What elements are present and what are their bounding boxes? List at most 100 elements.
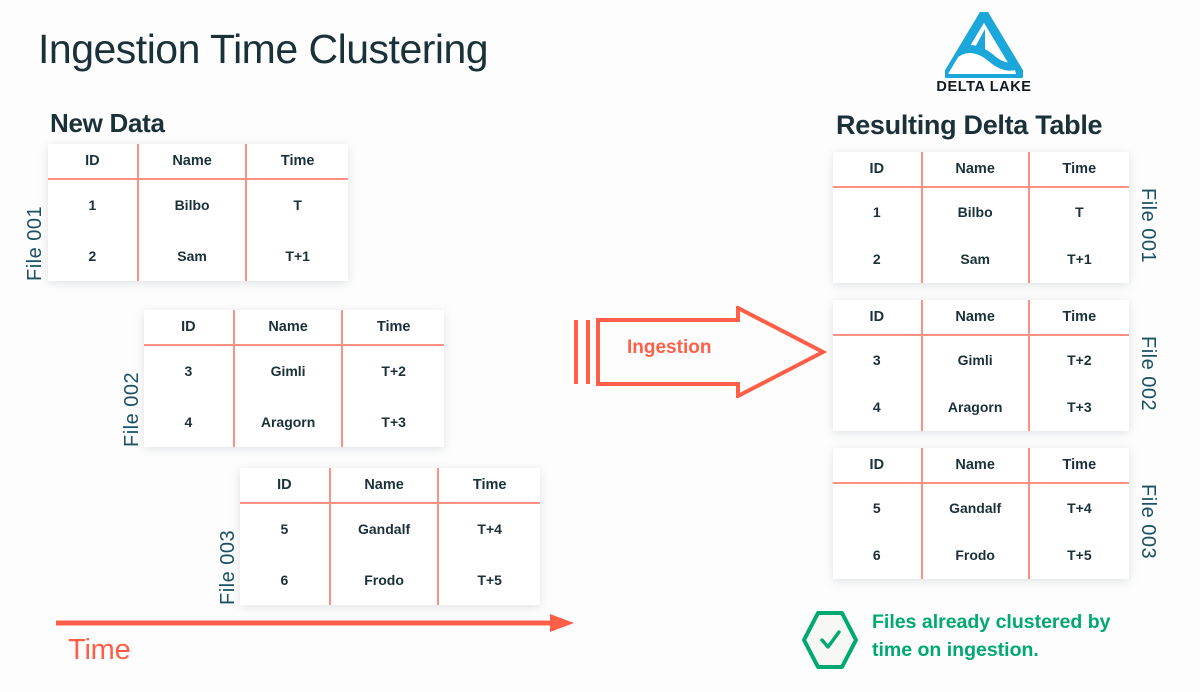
column-header-name: Name bbox=[328, 468, 439, 504]
column-header-time: Time bbox=[341, 310, 444, 346]
table-row: 5 Gandalf T+4 bbox=[833, 483, 1129, 532]
column-header-time: Time bbox=[1027, 300, 1129, 336]
column-header-time: Time bbox=[245, 144, 348, 180]
table-row: 2 Sam T+1 bbox=[48, 230, 348, 281]
table: ID Name Time 1 Bilbo T 2 Sam T+1 bbox=[833, 152, 1129, 283]
new-data-card-1: ID Name Time 1 Bilbo T 2 Sam T+1 bbox=[48, 144, 348, 281]
cell-id: 3 bbox=[872, 351, 881, 368]
table-header-row: ID Name Time bbox=[833, 300, 1129, 336]
column-header-id: ID bbox=[48, 144, 138, 180]
cell-time: T+3 bbox=[1027, 383, 1129, 431]
column-header-id: ID bbox=[833, 152, 922, 188]
cell-name: Frodo bbox=[328, 554, 439, 605]
table: ID Name Time 1 Bilbo T 2 Sam T+1 bbox=[48, 144, 348, 281]
table-row: 2 Sam T+1 bbox=[833, 235, 1129, 283]
delta-table-card-1: ID Name Time 1 Bilbo T 2 Sam T+1 bbox=[833, 152, 1129, 283]
time-axis-arrow-icon bbox=[56, 614, 574, 632]
table-header-row: ID Name Time bbox=[144, 310, 444, 346]
resulting-delta-table-heading: Resulting Delta Table bbox=[836, 110, 1103, 140]
column-header-time: Time bbox=[437, 468, 540, 504]
table-row: 4 Aragorn T+3 bbox=[144, 396, 444, 447]
table-row: 3 Gimli T+2 bbox=[144, 345, 444, 397]
cell-name: Gimli bbox=[920, 335, 1029, 384]
cell-name: Aragorn bbox=[920, 383, 1029, 431]
table-row: 1 Bilbo T bbox=[833, 187, 1129, 236]
cell-id: 2 bbox=[88, 247, 97, 264]
cell-id: 6 bbox=[872, 547, 881, 564]
cell-id: 1 bbox=[872, 203, 881, 220]
column-header-id: ID bbox=[144, 310, 234, 346]
time-axis-label: Time bbox=[68, 634, 131, 666]
column-header-time: Time bbox=[1027, 448, 1129, 484]
new-data-heading: New Data bbox=[50, 108, 165, 138]
table-row: 5 Gandalf T+4 bbox=[240, 503, 540, 555]
cell-name: Gandalf bbox=[920, 483, 1029, 532]
cell-name: Gimli bbox=[232, 345, 343, 397]
table-row: 6 Frodo T+5 bbox=[833, 531, 1129, 579]
cell-name: Frodo bbox=[920, 531, 1029, 579]
cell-time: T bbox=[245, 179, 348, 231]
table-row: 3 Gimli T+2 bbox=[833, 335, 1129, 384]
new-data-card-2: ID Name Time 3 Gimli T+2 4 Aragorn T+3 bbox=[144, 310, 444, 447]
cell-time: T+2 bbox=[1027, 335, 1129, 384]
column-header-time: Time bbox=[1027, 152, 1129, 188]
cell-id: 5 bbox=[280, 521, 289, 538]
column-header-id: ID bbox=[833, 300, 922, 336]
cell-time: T+1 bbox=[245, 230, 348, 281]
cell-name: Sam bbox=[136, 230, 247, 281]
file-label-right-2: File 002 bbox=[1137, 336, 1159, 412]
table-header-row: ID Name Time bbox=[833, 448, 1129, 484]
file-label-right-1: File 001 bbox=[1137, 188, 1159, 264]
table-header-row: ID Name Time bbox=[833, 152, 1129, 188]
cell-time: T+5 bbox=[437, 554, 540, 605]
table-row: 4 Aragorn T+3 bbox=[833, 383, 1129, 431]
cell-id: 2 bbox=[872, 251, 881, 268]
delta-lake-logo: DELTA LAKE bbox=[934, 12, 1034, 100]
file-label-left-3: File 003 bbox=[217, 529, 239, 605]
column-header-id: ID bbox=[833, 448, 922, 484]
file-label-right-3: File 003 bbox=[1137, 484, 1159, 560]
cell-time: T+3 bbox=[341, 396, 444, 447]
delta-table-card-3: ID Name Time 5 Gandalf T+4 6 Frodo T+5 bbox=[833, 448, 1129, 579]
column-header-name: Name bbox=[920, 448, 1029, 484]
delta-table-card-2: ID Name Time 3 Gimli T+2 4 Aragorn T+3 bbox=[833, 300, 1129, 431]
callout-line-2: time on ingestion. bbox=[872, 639, 1039, 662]
cell-time: T+1 bbox=[1027, 235, 1129, 283]
cell-id: 4 bbox=[184, 413, 193, 430]
table-row: 6 Frodo T+5 bbox=[240, 554, 540, 605]
ingestion-arrow-icon bbox=[574, 306, 828, 398]
page-title: Ingestion Time Clustering bbox=[38, 26, 489, 72]
table-header-row: ID Name Time bbox=[240, 468, 540, 504]
table-header-row: ID Name Time bbox=[48, 144, 348, 180]
cell-time: T+2 bbox=[341, 345, 444, 397]
column-header-name: Name bbox=[136, 144, 247, 180]
column-header-name: Name bbox=[920, 152, 1029, 188]
callout-line-1: Files already clustered by bbox=[872, 611, 1111, 633]
column-header-id: ID bbox=[240, 468, 330, 504]
cell-id: 4 bbox=[872, 399, 881, 416]
cell-id: 6 bbox=[280, 571, 289, 588]
check-hexagon-icon bbox=[802, 611, 858, 669]
cell-time: T+4 bbox=[437, 503, 540, 555]
cell-time: T bbox=[1027, 187, 1129, 236]
column-header-name: Name bbox=[920, 300, 1029, 336]
cell-time: T+4 bbox=[1027, 483, 1129, 532]
cell-name: Bilbo bbox=[920, 187, 1029, 236]
column-header-name: Name bbox=[232, 310, 343, 346]
cell-time: T+5 bbox=[1027, 531, 1129, 579]
cell-id: 1 bbox=[88, 197, 97, 214]
cell-id: 3 bbox=[184, 363, 193, 380]
cell-id: 5 bbox=[872, 499, 881, 516]
table: ID Name Time 5 Gandalf T+4 6 Frodo T+5 bbox=[240, 468, 540, 605]
table: ID Name Time 3 Gimli T+2 4 Aragorn T+3 bbox=[144, 310, 444, 447]
ingestion-label: Ingestion bbox=[627, 337, 712, 358]
table-row: 1 Bilbo T bbox=[48, 179, 348, 231]
callout-text: Files already clustered by time on inges… bbox=[872, 608, 1172, 665]
cell-name: Aragorn bbox=[232, 396, 343, 447]
table: ID Name Time 5 Gandalf T+4 6 Frodo T+5 bbox=[833, 448, 1129, 579]
file-label-left-2: File 002 bbox=[121, 371, 143, 447]
cell-name: Sam bbox=[920, 235, 1029, 283]
new-data-card-3: ID Name Time 5 Gandalf T+4 6 Frodo T+5 bbox=[240, 468, 540, 605]
cell-name: Gandalf bbox=[328, 503, 439, 555]
